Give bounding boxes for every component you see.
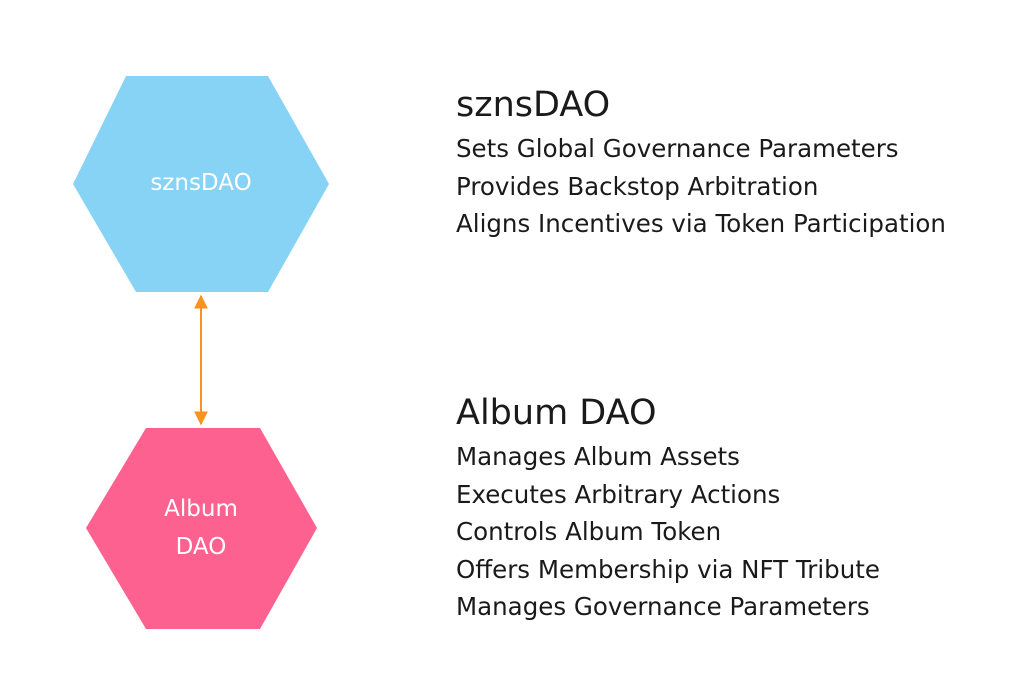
list-item: Manages Album Assets [456, 442, 740, 471]
album-dao-responsibilities: Manages Album Assets Executes Arbitrary … [456, 438, 880, 626]
list-item: Sets Global Governance Parameters [456, 134, 899, 163]
album-dao-section: Album DAO Manages Album Assets Executes … [456, 392, 880, 626]
list-item: Provides Backstop Arbitration [456, 171, 819, 201]
sznsdao-hexagon-label: sznsDAO [150, 170, 252, 196]
list-item: Aligns Incentives via Token Participatio… [456, 209, 946, 238]
album-dao-hexagon [86, 428, 317, 629]
album-dao-section-title: Album DAO [456, 393, 657, 433]
album-dao-hexagon-label: Album DAO [164, 496, 238, 560]
sznsdao-responsibilities: Sets Global Governance Parameters Provid… [456, 130, 946, 243]
sznsdao-section: sznsDAO Sets Global Governance Parameter… [456, 84, 946, 243]
list-item: Manages Governance Parameters [456, 592, 870, 621]
sznsdao-section-title: sznsDAO [456, 85, 611, 125]
list-item: Offers Membership via NFT Tribute [456, 554, 880, 584]
sznsdao-hexagon [73, 76, 329, 292]
list-item: Controls Album Token [456, 517, 722, 546]
list-item: Executes Arbitrary Actions [456, 479, 781, 509]
